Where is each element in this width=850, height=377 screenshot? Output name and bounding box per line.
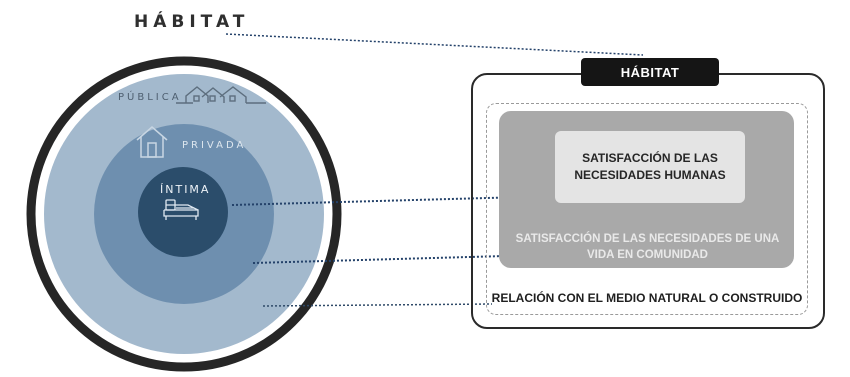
habitat-header: HÁBITAT xyxy=(581,58,719,86)
habitat-title: HÁBITAT xyxy=(134,12,250,32)
necesidades-humanas-label: SATISFACCIÓN DE LAS NECESIDADES HUMANAS xyxy=(574,151,726,182)
intima-label: ÍNTIMA xyxy=(160,183,211,196)
privada-label: PRIVADA xyxy=(182,140,247,151)
necesidades-humanas-box: SATISFACCIÓN DE LAS NECESIDADES HUMANAS xyxy=(555,131,745,203)
house-icon xyxy=(136,126,168,158)
intima-circle xyxy=(138,167,228,257)
habitat-connector xyxy=(225,33,644,56)
comunidad-label: SATISFACCIÓN DE LAS NECESIDADES DE UNA V… xyxy=(515,233,780,261)
medio-natural-frame xyxy=(486,103,808,315)
houses-icon xyxy=(176,86,266,104)
publica-label: PÚBLICA xyxy=(118,92,182,103)
bed-icon xyxy=(163,199,199,220)
medio-natural-label: RELACIÓN CON EL MEDIO NATURAL O CONSTRUI… xyxy=(491,291,803,305)
